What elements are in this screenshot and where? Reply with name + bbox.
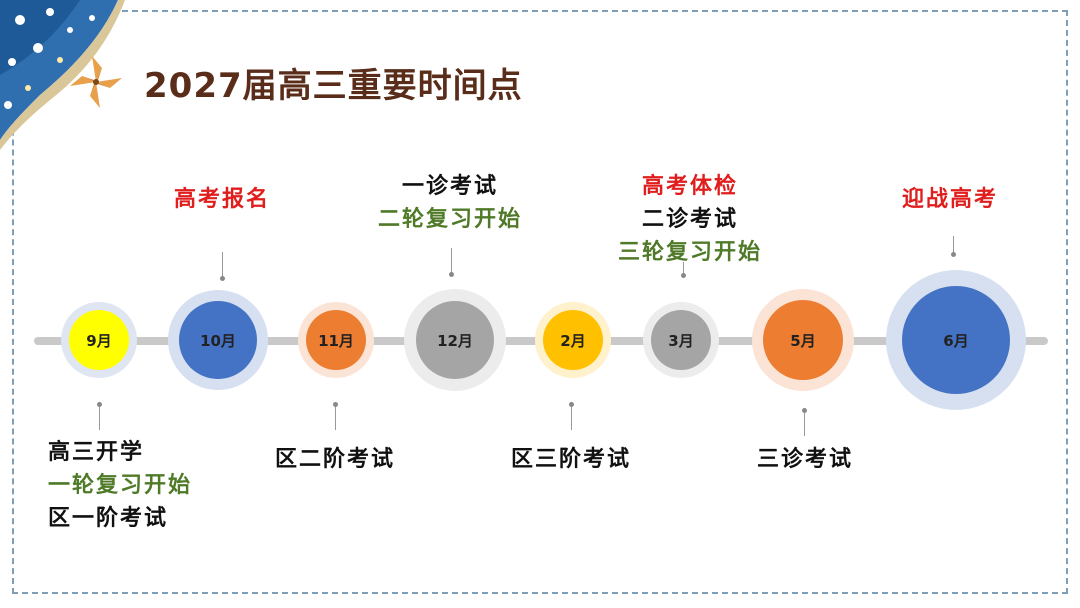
month-label-mar: 3月 [651,310,711,370]
connector-sep [99,404,100,430]
connector-dot-oct [220,276,225,281]
connector-jun [953,236,954,254]
node-sep: 9月 [61,302,137,378]
month-label-oct: 10月 [179,301,257,379]
connector-feb [571,404,572,430]
events-sep: 高三开学 一轮复习开始 区一阶考试 [48,436,192,535]
slide-title: 2027届高三重要时间点 [144,66,523,106]
floral-corner-decoration [0,0,125,150]
month-label-jun: 6月 [902,286,1010,394]
connector-dot-feb [569,402,574,407]
connector-mar [683,262,684,276]
event-dec-1: 一诊考试 [401,174,498,199]
connector-dot-jun [951,252,956,257]
event-jun-1: 迎战高考 [901,187,998,212]
event-dec-2: 二轮复习开始 [377,207,522,232]
node-nov: 11月 [298,302,374,378]
month-label-nov: 11月 [306,310,366,370]
event-oct-1: 高考报名 [173,187,270,212]
node-dec: 12月 [404,289,506,391]
pinwheel-icon [70,56,122,108]
event-mar-3: 三轮复习开始 [617,240,762,265]
connector-dot-dec [449,272,454,277]
month-label-sep: 9月 [69,310,129,370]
event-mar-2: 二诊考试 [641,207,738,232]
events-mar: 高考体检 二诊考试 三轮复习开始 [598,170,782,269]
connector-dot-sep [97,402,102,407]
event-nov-1: 区二阶考试 [274,447,395,472]
event-may-1: 三诊考试 [756,447,853,472]
connector-dot-nov [333,402,338,407]
node-feb: 2月 [535,302,611,378]
node-mar: 3月 [643,302,719,378]
event-feb-1: 区三阶考试 [510,447,631,472]
node-oct: 10月 [168,290,268,390]
connector-may [804,410,805,436]
events-dec: 一诊考试 二轮复习开始 [360,170,540,236]
event-sep-3: 区一阶考试 [48,506,169,531]
month-label-dec: 12月 [416,301,494,379]
month-label-may: 5月 [763,300,843,380]
connector-oct [222,252,223,278]
event-sep-2: 一轮复习开始 [48,473,193,498]
connector-dot-may [802,408,807,413]
node-may: 5月 [752,289,854,391]
event-sep-1: 高三开学 [48,440,145,465]
connector-dot-mar [681,273,686,278]
month-label-feb: 2月 [543,310,603,370]
node-jun: 6月 [886,270,1026,410]
connector-nov [335,404,336,430]
event-mar-1: 高考体检 [641,174,738,199]
connector-dec [451,248,452,274]
